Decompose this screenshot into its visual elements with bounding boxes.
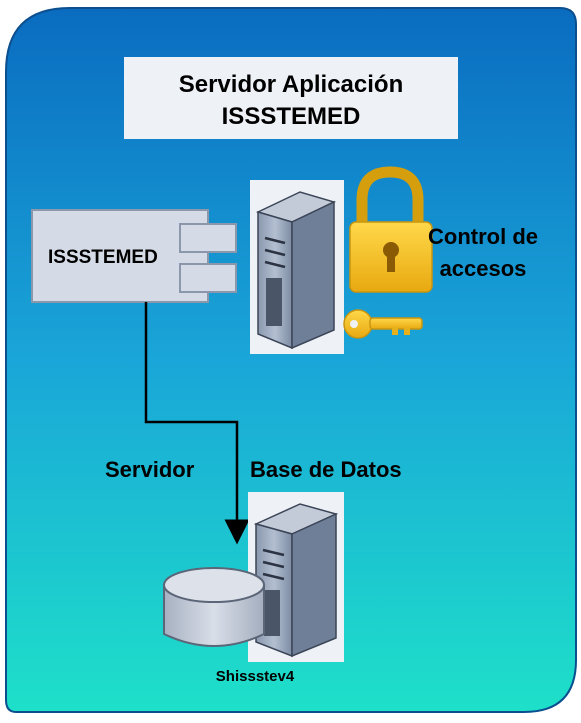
key-icon: [343, 309, 423, 339]
access-control-line1: Control de: [428, 224, 538, 249]
component-icon: ISSSTEMED: [31, 209, 237, 303]
database-icon: [163, 567, 265, 647]
background-panel: [5, 7, 577, 713]
title-line2: ISSSTEMED: [222, 103, 361, 130]
component-label: ISSSTEMED: [48, 247, 158, 268]
db-server-name: Shissstev4: [216, 668, 295, 685]
db-server-icon: [248, 492, 344, 662]
title-line1: Servidor Aplicación: [179, 71, 404, 98]
access-control-line2: accesos: [440, 256, 527, 281]
base-de-datos-label: Base de Datos: [250, 457, 402, 482]
app-server-icon: [250, 180, 344, 354]
padlock-icon: [349, 166, 433, 293]
title-box: Servidor Aplicación ISSSTEMED: [124, 57, 458, 139]
servidor-label: Servidor: [105, 457, 195, 482]
connector-arrow: [144, 302, 250, 545]
